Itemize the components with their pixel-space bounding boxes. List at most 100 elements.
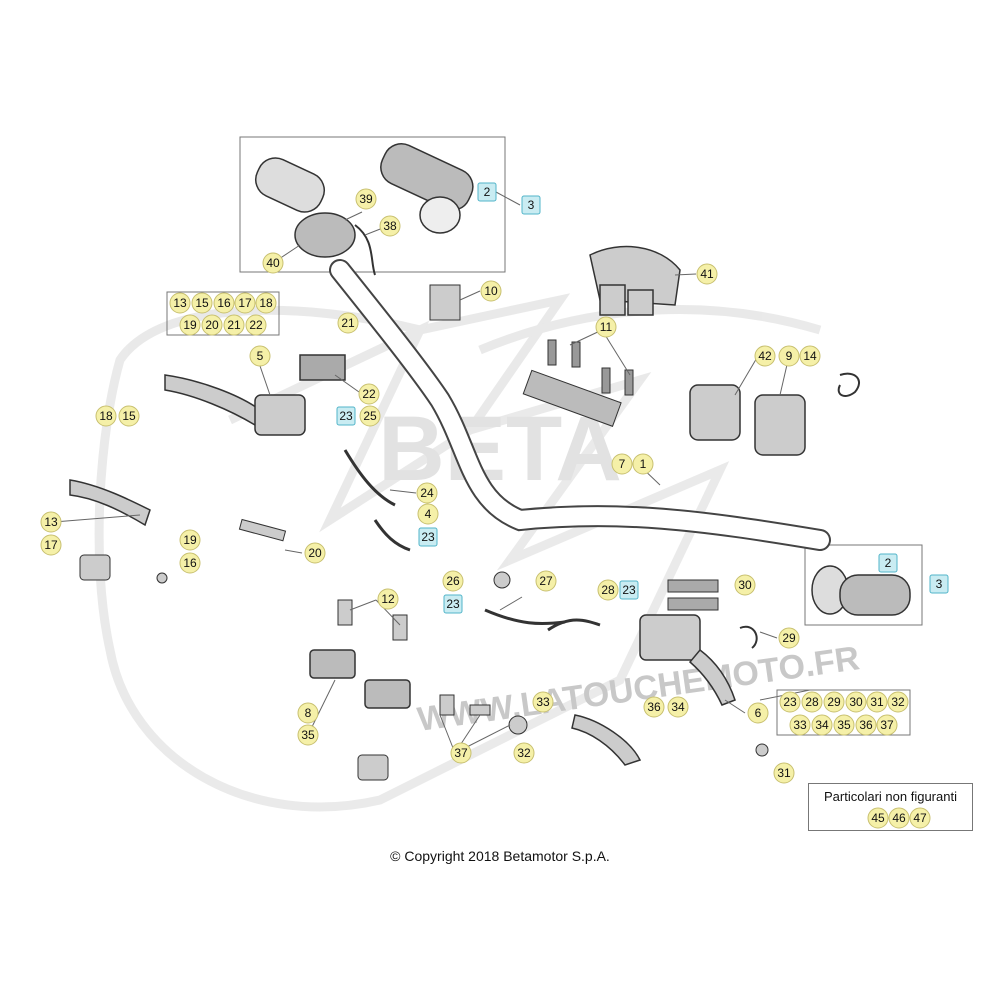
callout-c15-label: 15 [122,409,136,423]
callout-c21: 21 [337,312,359,334]
kit-right-31-label: 31 [870,695,884,709]
bar-clamp-part [309,649,411,709]
kit-left-19: 19 [179,314,201,336]
right-grip-part [811,565,911,616]
callout-c19-label: 19 [183,533,197,547]
callout-c6-label: 6 [755,706,762,720]
legend-item-45: 45 [867,807,889,829]
callout-c33-label: 33 [536,695,550,709]
kit-left-18: 18 [255,292,277,314]
callout-c4: 4 [417,503,439,525]
kit-right-36: 36 [855,714,877,736]
callout-c2a-label: 2 [484,185,491,199]
kit-left-13-label: 13 [173,296,187,310]
callout-c30-label: 30 [738,578,752,592]
kit-left-22: 22 [245,314,267,336]
kit-left-21: 21 [223,314,245,336]
callout-c12: 12 [377,588,399,610]
kit-left-17: 17 [234,292,256,314]
kit-left-20-label: 20 [205,318,219,332]
kit-left-16-label: 16 [217,296,231,310]
kit-left-21-label: 21 [227,318,241,332]
kit-right-37: 37 [876,714,898,736]
clutch-assembly-part [164,354,346,436]
callout-c40-label: 40 [266,256,280,270]
callout-c39: 39 [355,188,377,210]
callout-c14-label: 14 [803,349,817,363]
kit-right-33: 33 [789,714,811,736]
kit-right-36-label: 36 [859,718,873,732]
grip-part [380,143,474,234]
callout-c1-label: 1 [640,457,647,471]
callout-c6: 6 [747,702,769,724]
callout-c27: 27 [535,570,557,592]
legend-title: Particolari non figuranti [824,789,957,804]
callout-c26-label: 26 [446,574,460,588]
callout-c41-label: 41 [700,267,714,281]
callout-c11-label: 11 [600,320,613,334]
callout-c20: 20 [304,542,326,564]
kit-right-23: 23 [779,691,801,713]
callout-c20-label: 20 [308,546,322,560]
callout-c16: 16 [179,552,201,574]
callout-c41: 41 [696,263,718,285]
callout-c14: 14 [799,345,821,367]
callout-c34-label: 34 [671,700,685,714]
kit-left-22-label: 22 [249,318,263,332]
callout-c23a: 23 [336,406,356,426]
callout-c7: 7 [611,453,633,475]
callout-c1: 1 [632,453,654,475]
callout-c31-label: 31 [777,766,791,780]
callout-c8-label: 8 [305,706,312,720]
callout-c36-label: 36 [647,700,661,714]
callout-c42: 42 [754,345,776,367]
callout-c37: 37 [450,742,472,764]
hose-part [343,449,601,632]
kit-left-13: 13 [169,292,191,314]
callout-c39-label: 39 [359,192,373,206]
callout-c23d: 23 [443,594,463,614]
legend-item-46-label: 46 [892,811,906,825]
callout-c7-label: 7 [619,457,626,471]
callout-c38: 38 [379,215,401,237]
callout-c29-label: 29 [782,631,796,645]
callout-c35-label: 35 [301,728,315,742]
copyright-text: © Copyright 2018 Betamotor S.p.A. [390,848,610,864]
callout-c29: 29 [778,627,800,649]
callout-c23a-label: 23 [339,409,353,423]
callout-c33: 33 [532,691,554,713]
kit-right-34-label: 34 [815,718,829,732]
callout-c24-label: 24 [420,486,434,500]
left-kit-box [166,291,280,336]
kit-right-34: 34 [811,714,833,736]
callout-c22-label: 22 [362,387,376,401]
kit-right-32: 32 [887,691,909,713]
callout-c18: 18 [95,405,117,427]
callout-c23d-label: 23 [446,597,460,611]
callout-c32: 32 [513,742,535,764]
callout-c26: 26 [442,570,464,592]
callout-c42-label: 42 [758,349,772,363]
clamp-part [522,369,622,427]
kit-left-15: 15 [191,292,213,314]
kit-right-37-label: 37 [880,718,894,732]
kit-right-28: 28 [801,691,823,713]
callout-c10-label: 10 [484,284,498,298]
callout-c28: 28 [597,579,619,601]
callout-c31: 31 [773,762,795,784]
callout-c23b-label: 23 [421,530,435,544]
callout-c32-label: 32 [517,746,531,760]
callout-c3b: 3 [929,574,949,594]
callout-c13: 13 [40,511,62,533]
callout-c13-label: 13 [44,515,58,529]
kit-left-19-label: 19 [183,318,197,332]
kit-right-32-label: 32 [891,695,905,709]
callout-c11: 11 [595,316,617,338]
callout-c2b: 2 [878,553,898,573]
callout-c38-label: 38 [383,219,397,233]
legend-item-46: 46 [888,807,910,829]
